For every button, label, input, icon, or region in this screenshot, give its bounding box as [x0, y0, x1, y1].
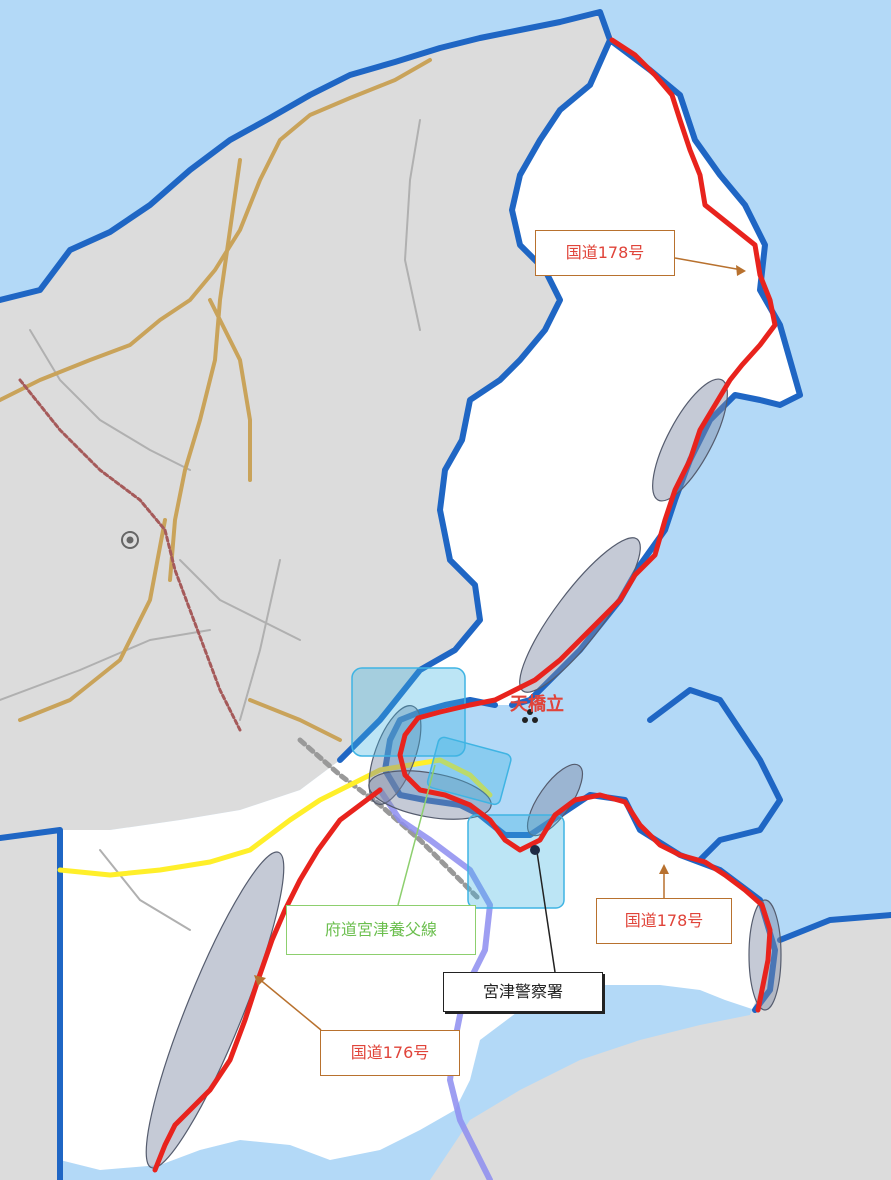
callout-route176-text: 国道176号 — [350, 1043, 430, 1062]
minor-roads — [0, 119, 421, 931]
town-symbol — [121, 531, 139, 549]
coastline — [0, 9, 891, 1180]
land-highlight — [60, 40, 800, 1170]
route-178-line — [397, 37, 778, 1013]
place-label: 天橋立 — [510, 694, 564, 715]
callout-pointers — [254, 257, 746, 1031]
land-west — [0, 12, 615, 838]
callout-prefectural-road: 府道宮津養父線 — [286, 905, 476, 955]
callout-prefectural-road-text: 府道宮津養父線 — [324, 920, 437, 939]
callout-route178-east: 国道178号 — [596, 898, 732, 944]
callout-route178-north: 国道178号 — [535, 230, 675, 276]
prefectural-road-line — [57, 757, 493, 878]
land-southeast — [430, 915, 891, 1180]
callout-route178-east-text: 国道178号 — [624, 911, 704, 930]
land-southwest — [0, 830, 60, 1180]
place-marker-dots — [522, 709, 538, 723]
hazard-zones — [145, 378, 782, 1169]
callout-police-station: 宮津警察署 — [443, 972, 603, 1012]
railway — [18, 378, 242, 732]
gold-roads — [0, 58, 432, 742]
purple-road — [377, 787, 493, 1180]
callout-route176: 国道176号 — [320, 1030, 460, 1076]
callout-route178-north-text: 国道178号 — [565, 243, 645, 262]
callout-police-station-text: 宮津警察署 — [482, 982, 563, 1001]
